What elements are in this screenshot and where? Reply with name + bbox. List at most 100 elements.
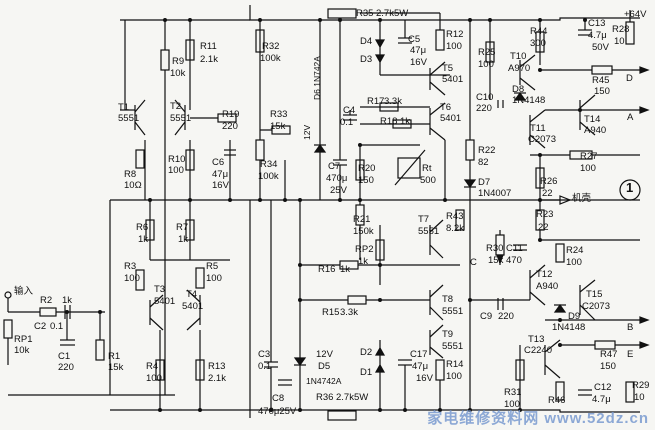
label-D3: D3 bbox=[360, 54, 373, 65]
label-C3-value: 0.1 bbox=[258, 361, 272, 372]
label-R34: R34 bbox=[260, 159, 278, 170]
resistor-R46 bbox=[555, 381, 565, 401]
label-node-D: D bbox=[626, 73, 633, 84]
resistor-R9 bbox=[160, 49, 170, 71]
resistor-R24 bbox=[555, 243, 565, 263]
label-C9-value: 220 bbox=[498, 311, 514, 322]
label-C1: C1 bbox=[58, 351, 71, 362]
label-R47-value: 150 bbox=[600, 361, 616, 372]
label-R28: R28 bbox=[612, 24, 630, 35]
label-R43: R43 bbox=[446, 211, 464, 222]
arrow-A bbox=[639, 106, 650, 114]
label-R30-value: 15k bbox=[488, 255, 504, 266]
label-R29: R29 bbox=[632, 380, 650, 391]
input-terminal bbox=[4, 291, 12, 299]
resistor-R27 bbox=[569, 150, 593, 160]
label-T1: T1 bbox=[118, 102, 130, 113]
label-R45: R45 bbox=[592, 75, 610, 86]
label-R17-value: 3.3k bbox=[384, 96, 402, 107]
label-T12-value: A940 bbox=[536, 281, 559, 292]
label-D8: D8 bbox=[512, 84, 525, 95]
label-RP1: RP1 bbox=[14, 334, 33, 345]
label-R45-value: 150 bbox=[594, 86, 610, 97]
label-circle-1: 1 bbox=[626, 180, 634, 195]
label-R23-value: 22 bbox=[538, 222, 549, 233]
label-R35-value: 2.7k5W bbox=[376, 8, 409, 19]
label-R6: R6 bbox=[136, 222, 149, 233]
label-R24: R24 bbox=[566, 245, 584, 256]
label-R26: R26 bbox=[540, 176, 558, 187]
resistor-R15 bbox=[347, 295, 367, 305]
label-C6-value: 47μ bbox=[212, 169, 229, 180]
label-C10-value: 220 bbox=[476, 103, 492, 114]
label-R13: R13 bbox=[208, 361, 226, 372]
label-C4-value: 0.1 bbox=[340, 117, 354, 128]
label-Rt: Rt bbox=[422, 163, 432, 174]
label-R31-value: 100 bbox=[504, 399, 520, 410]
label-T14: T14 bbox=[584, 114, 601, 125]
resistor-R47 bbox=[594, 340, 616, 350]
label-T4-value: 5401 bbox=[182, 301, 204, 312]
label-C6: C6 bbox=[212, 157, 225, 168]
resistor-R35 bbox=[327, 8, 357, 19]
label-R43-value: 8.2k bbox=[446, 223, 464, 234]
resistor-R14 bbox=[435, 359, 445, 381]
label-R4-value: 100 bbox=[146, 373, 162, 384]
label-T9-value: 5551 bbox=[442, 341, 464, 352]
label-R4: R4 bbox=[146, 361, 159, 372]
label-C7-value: 470μ bbox=[326, 173, 348, 184]
label-D8-value: 1N4148 bbox=[512, 95, 546, 106]
label-T5-value: 5401 bbox=[442, 74, 464, 85]
label-C2-value: 0.1 bbox=[50, 321, 64, 332]
label-T2-value: 5551 bbox=[170, 113, 192, 124]
label-R3-value: 100 bbox=[124, 273, 140, 284]
label-T6: T6 bbox=[440, 102, 452, 113]
label-R3: R3 bbox=[124, 261, 137, 272]
diode-D8 bbox=[513, 91, 527, 101]
label-T10: T10 bbox=[510, 51, 527, 62]
resistor-R34 bbox=[255, 139, 265, 161]
arrow-D bbox=[639, 66, 650, 74]
label-T7: T7 bbox=[418, 214, 430, 225]
label-D5-part: 1N4742A bbox=[306, 376, 342, 386]
label-T1-value: 5551 bbox=[118, 113, 140, 124]
label-R33: R33 bbox=[270, 109, 288, 120]
label-R24-value: 100 bbox=[566, 257, 582, 268]
label-R8-value: 10Ω bbox=[124, 180, 142, 191]
label-node-E: E bbox=[627, 349, 634, 360]
label-node-B: B bbox=[627, 322, 634, 333]
label-R12: R12 bbox=[446, 29, 464, 40]
label-R1: R1 bbox=[108, 351, 121, 362]
label-C7: C7 bbox=[328, 161, 341, 172]
label-R27-value: 100 bbox=[580, 163, 596, 174]
label-R10: R10 bbox=[168, 154, 186, 165]
label-R20: R20 bbox=[358, 163, 376, 174]
label-RP1-value: 10k bbox=[14, 345, 30, 356]
label-C2: C2 bbox=[34, 321, 47, 332]
label-D5: D5 bbox=[318, 361, 331, 372]
label-T3-value: 5401 bbox=[154, 296, 176, 307]
resistor-RP1 bbox=[3, 319, 13, 339]
label-C5: C5 bbox=[408, 34, 421, 45]
label-R36: R36 bbox=[316, 392, 334, 403]
label-R9-value: 10k bbox=[170, 68, 186, 79]
label-R44-value: 300 bbox=[530, 38, 546, 49]
label-T5: T5 bbox=[442, 63, 454, 74]
label-R36-value: 2.7k5W bbox=[336, 392, 369, 403]
label-D7-value: 1N4007 bbox=[478, 188, 512, 199]
resistor-R5 bbox=[195, 267, 205, 289]
label-C12-value: 4.7μ bbox=[592, 394, 611, 405]
label-node-A: A bbox=[627, 112, 634, 123]
diode-D7 bbox=[463, 179, 477, 189]
label-T13-value: C2240 bbox=[524, 345, 552, 356]
label-R47: R47 bbox=[600, 349, 618, 360]
label-node-C: C bbox=[470, 257, 477, 268]
label-T2: T2 bbox=[170, 101, 182, 112]
label-R2: R2 bbox=[40, 295, 53, 306]
label-T7-value: 5551 bbox=[418, 226, 440, 237]
label-R21: R21 bbox=[353, 214, 371, 225]
label-C11-value: 470 bbox=[506, 255, 522, 266]
label-R15-value: 3.3k bbox=[340, 307, 358, 318]
label-RP2-value: 1k bbox=[358, 256, 369, 267]
